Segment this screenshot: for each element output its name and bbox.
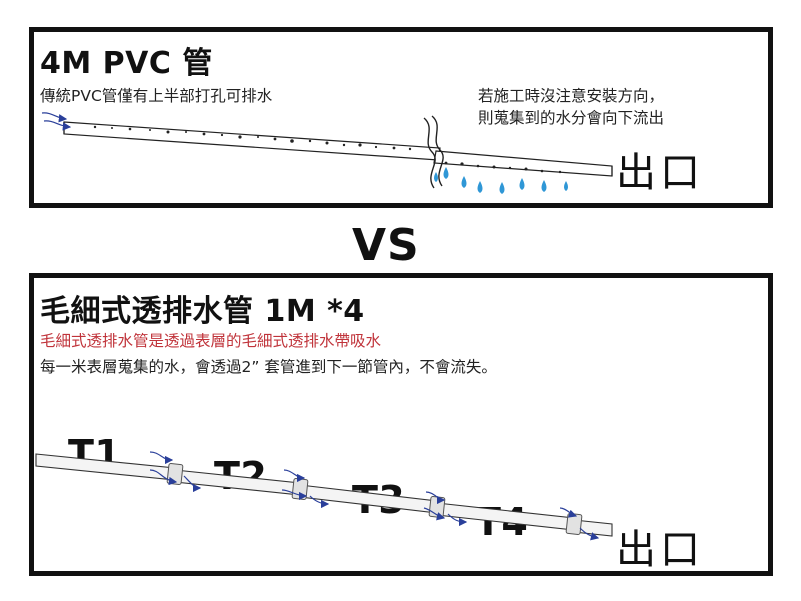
inlet-arrow: [43, 120, 72, 131]
capillary-title: 毛細式透排水管 1M *4: [40, 294, 365, 329]
pipe-holes: [93, 125, 562, 174]
capillary-pipe: [35, 453, 613, 537]
pvc-panel: [29, 27, 773, 208]
capillary-description: 每一米表層蒐集的水，會透過2” 套管進到下一節管內，不會流失。: [40, 358, 497, 376]
pvc-outlet-label: 出口: [616, 150, 704, 196]
capillary-outlet-label: 出口: [616, 527, 704, 573]
pvc-title: 4M PVC 管: [40, 46, 213, 81]
pvc-warning-line-2: 則蒐集到的水分會向下流出: [478, 109, 665, 127]
water-drops: [434, 167, 568, 194]
capillary-description-red: 毛細式透排水管是透過表層的毛細式透排水帶吸水: [40, 332, 382, 350]
flow-arrows: [149, 451, 600, 541]
pvc-pipe: [63, 115, 613, 189]
inlet-arrow: [41, 112, 68, 123]
vs-label: VS: [352, 220, 420, 271]
pvc-warning-line-1: 若施工時沒注意安裝方向，: [478, 87, 665, 105]
capillary-panel: [29, 273, 773, 576]
pvc-description: 傳統PVC管僅有上半部打孔可排水: [40, 87, 273, 105]
